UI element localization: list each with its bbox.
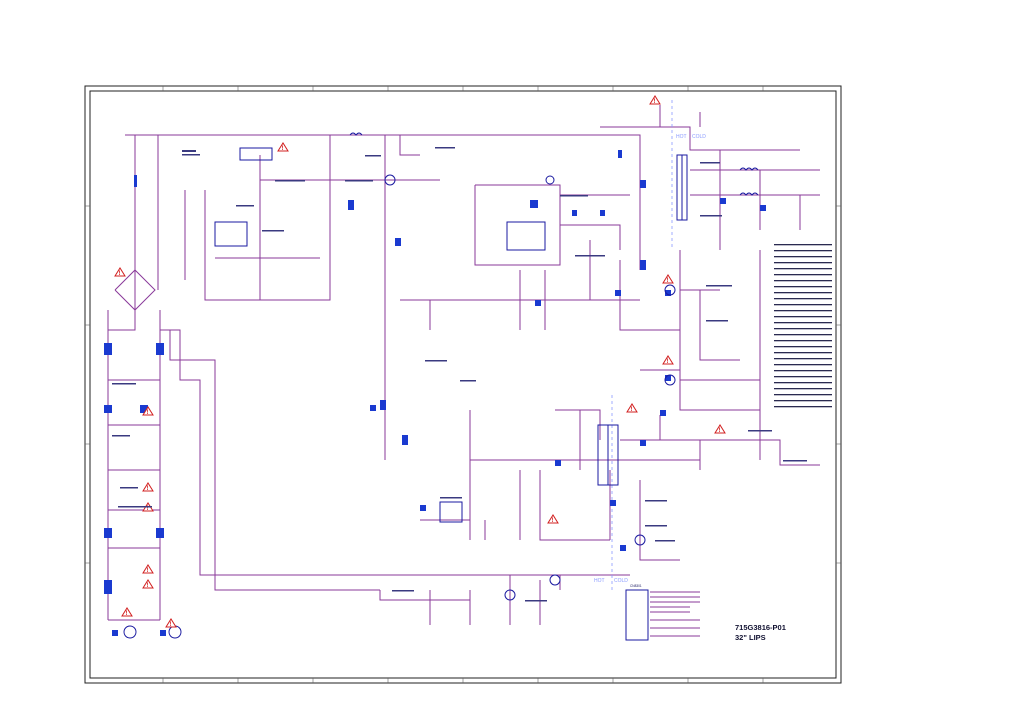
svg-text:!: ! — [667, 278, 669, 284]
svg-text:!: ! — [631, 407, 633, 413]
svg-text:!: ! — [667, 359, 669, 365]
wire-network — [107, 100, 820, 637]
svg-text:!: ! — [147, 506, 149, 512]
svg-text:!: ! — [282, 146, 284, 152]
svg-text:!: ! — [147, 486, 149, 492]
svg-text:!: ! — [552, 518, 554, 524]
board-number: 715G3816-P01 — [735, 623, 786, 632]
warning-icons: ! ! ! ! ! ! ! ! ! ! ! ! ! ! ! — [114, 95, 726, 628]
cold-zone-label-top: COLD — [692, 134, 706, 140]
svg-text:!: ! — [147, 568, 149, 574]
hot-zone-label-bottom: HOT — [594, 578, 605, 584]
svg-text:!: ! — [126, 611, 128, 617]
connector-ref: CN8301 — [630, 584, 642, 588]
board-name: 32" LIPS — [735, 633, 766, 642]
svg-text:!: ! — [119, 271, 121, 277]
parts-table — [774, 244, 832, 408]
svg-text:!: ! — [147, 410, 149, 416]
svg-text:!: ! — [170, 622, 172, 628]
components — [104, 132, 766, 641]
hot-zone-label-top: HOT — [676, 134, 687, 140]
cold-zone-label-bottom: COLD — [614, 578, 628, 584]
svg-text:!: ! — [719, 428, 721, 434]
drawing-frame — [84, 85, 842, 684]
svg-text:!: ! — [654, 99, 656, 105]
designator-marks — [112, 147, 807, 602]
svg-text:!: ! — [147, 583, 149, 589]
